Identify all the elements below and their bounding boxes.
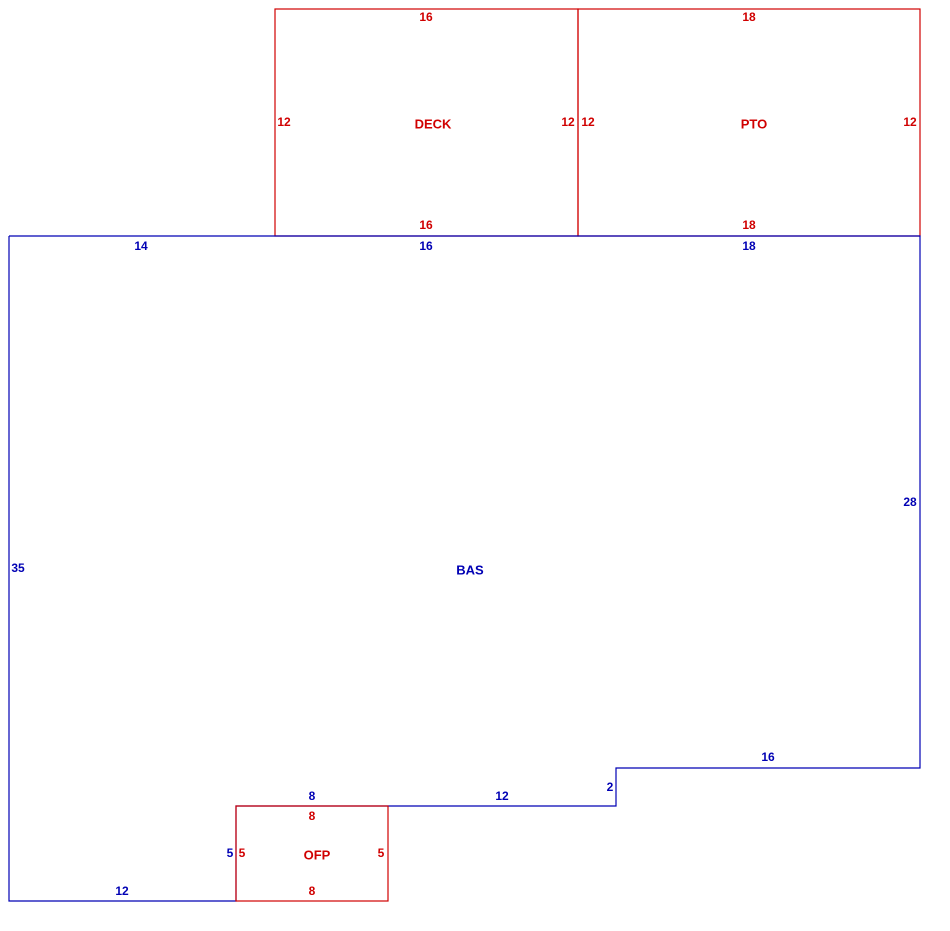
bas-top-dimension-3: 18: [742, 239, 756, 253]
ofp-right-dimension: 5: [378, 846, 385, 860]
ofp-bottom-dimension: 8: [309, 884, 316, 898]
deck-bottom-dimension: 16: [419, 218, 433, 232]
pto-right-dimension: 12: [903, 115, 917, 129]
bas-lower-middle-dimension: 12: [495, 789, 509, 803]
bas-name-label: BAS: [456, 562, 484, 577]
bas-left-dimension: 35: [11, 561, 25, 575]
deck-name-label: DECK: [415, 116, 452, 131]
deck-left-dimension: 12: [277, 115, 291, 129]
bas-ofp-top-dimension: 8: [309, 789, 316, 803]
deck-right-dimension: 12: [561, 115, 575, 129]
pto-name-label: PTO: [741, 116, 768, 131]
deck-top-dimension: 16: [419, 10, 433, 24]
pto-left-dimension: 12: [581, 115, 595, 129]
bas-right-dimension: 28: [903, 495, 917, 509]
ofp-outline: [235, 805, 389, 902]
bas-lower-right-dimension: 16: [761, 750, 775, 764]
bas-outline: [8, 235, 921, 902]
pto-top-dimension: 18: [742, 10, 756, 24]
bas-ofp-side-dimension: 5: [227, 846, 234, 860]
bas-top-dimension-1: 14: [134, 239, 148, 253]
ofp-top-dimension: 8: [309, 809, 316, 823]
bas-top-dimension-2: 16: [419, 239, 433, 253]
bas-step-dimension: 2: [607, 780, 614, 794]
bas-lower-left-dimension: 12: [115, 884, 129, 898]
ofp-name-label: OFP: [304, 847, 331, 862]
ofp-left-dimension: 5: [239, 846, 246, 860]
pto-bottom-dimension: 18: [742, 218, 756, 232]
